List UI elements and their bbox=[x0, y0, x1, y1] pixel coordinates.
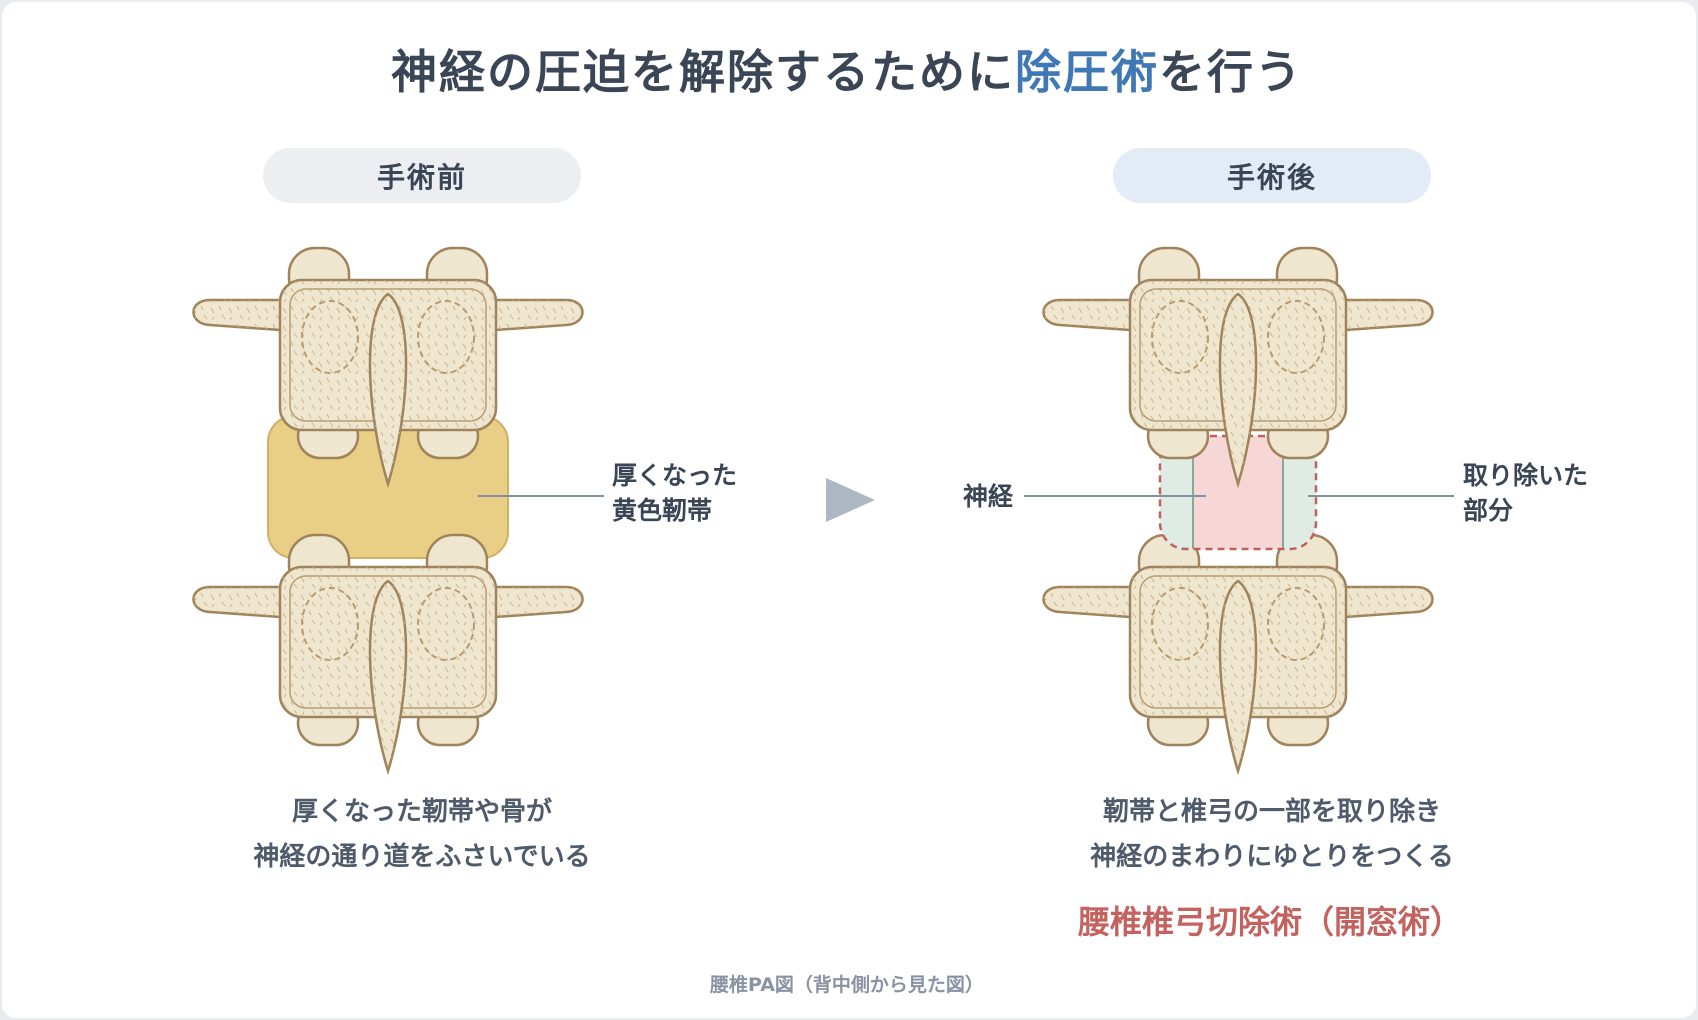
after-caption: 靭帯と椎弓の一部を取り除き 神経のまわりにゆとりをつくる bbox=[992, 790, 1552, 880]
before-illustration bbox=[192, 246, 604, 773]
before-caption-line1: 厚くなった靭帯や骨が bbox=[291, 797, 552, 827]
before-pill: 手術前 bbox=[263, 148, 581, 203]
title-part2: を行う bbox=[1159, 45, 1303, 99]
after-caption-line2: 神経のまわりにゆとりをつくる bbox=[1090, 842, 1454, 872]
procedure-name: 腰椎椎弓切除術（開窓術） bbox=[1077, 903, 1462, 941]
footer-note: 腰椎PA図（背中側から見た図） bbox=[710, 974, 984, 996]
upper-vertebra bbox=[192, 246, 584, 486]
arrow-icon bbox=[826, 478, 875, 522]
title-highlight: 除圧術 bbox=[1015, 45, 1159, 99]
nerve-label: 神経 bbox=[963, 482, 1014, 511]
page-title: 神経の圧迫を解除するために除圧術を行う bbox=[0, 36, 1694, 102]
after-illustration bbox=[1024, 246, 1454, 773]
removed-label-line1: 取り除いた bbox=[1463, 461, 1589, 490]
after-caption-line1: 靭帯と椎弓の一部を取り除き bbox=[1102, 797, 1441, 827]
lower-vertebra-after bbox=[1042, 533, 1434, 773]
removed-label-line2: 部分 bbox=[1463, 496, 1514, 525]
before-caption: 厚くなった靭帯や骨が 神経の通り道をふさいでいる bbox=[142, 790, 702, 880]
decompressed-space bbox=[1158, 434, 1318, 551]
ligament-label-line2: 黄色靭帯 bbox=[612, 496, 713, 525]
removed-part-label: 取り除いた 部分 bbox=[1463, 458, 1588, 528]
ligament-label: 厚くなった 黄色靭帯 bbox=[612, 458, 737, 528]
lower-vertebra bbox=[192, 533, 584, 773]
title-part1: 神経の圧迫を解除するために bbox=[391, 45, 1015, 99]
before-caption-line2: 神経の通り道をふさいでいる bbox=[253, 842, 591, 872]
after-pill: 手術後 bbox=[1113, 148, 1431, 203]
ligament-label-line1: 厚くなった bbox=[612, 461, 738, 490]
upper-vertebra-after bbox=[1042, 246, 1434, 486]
